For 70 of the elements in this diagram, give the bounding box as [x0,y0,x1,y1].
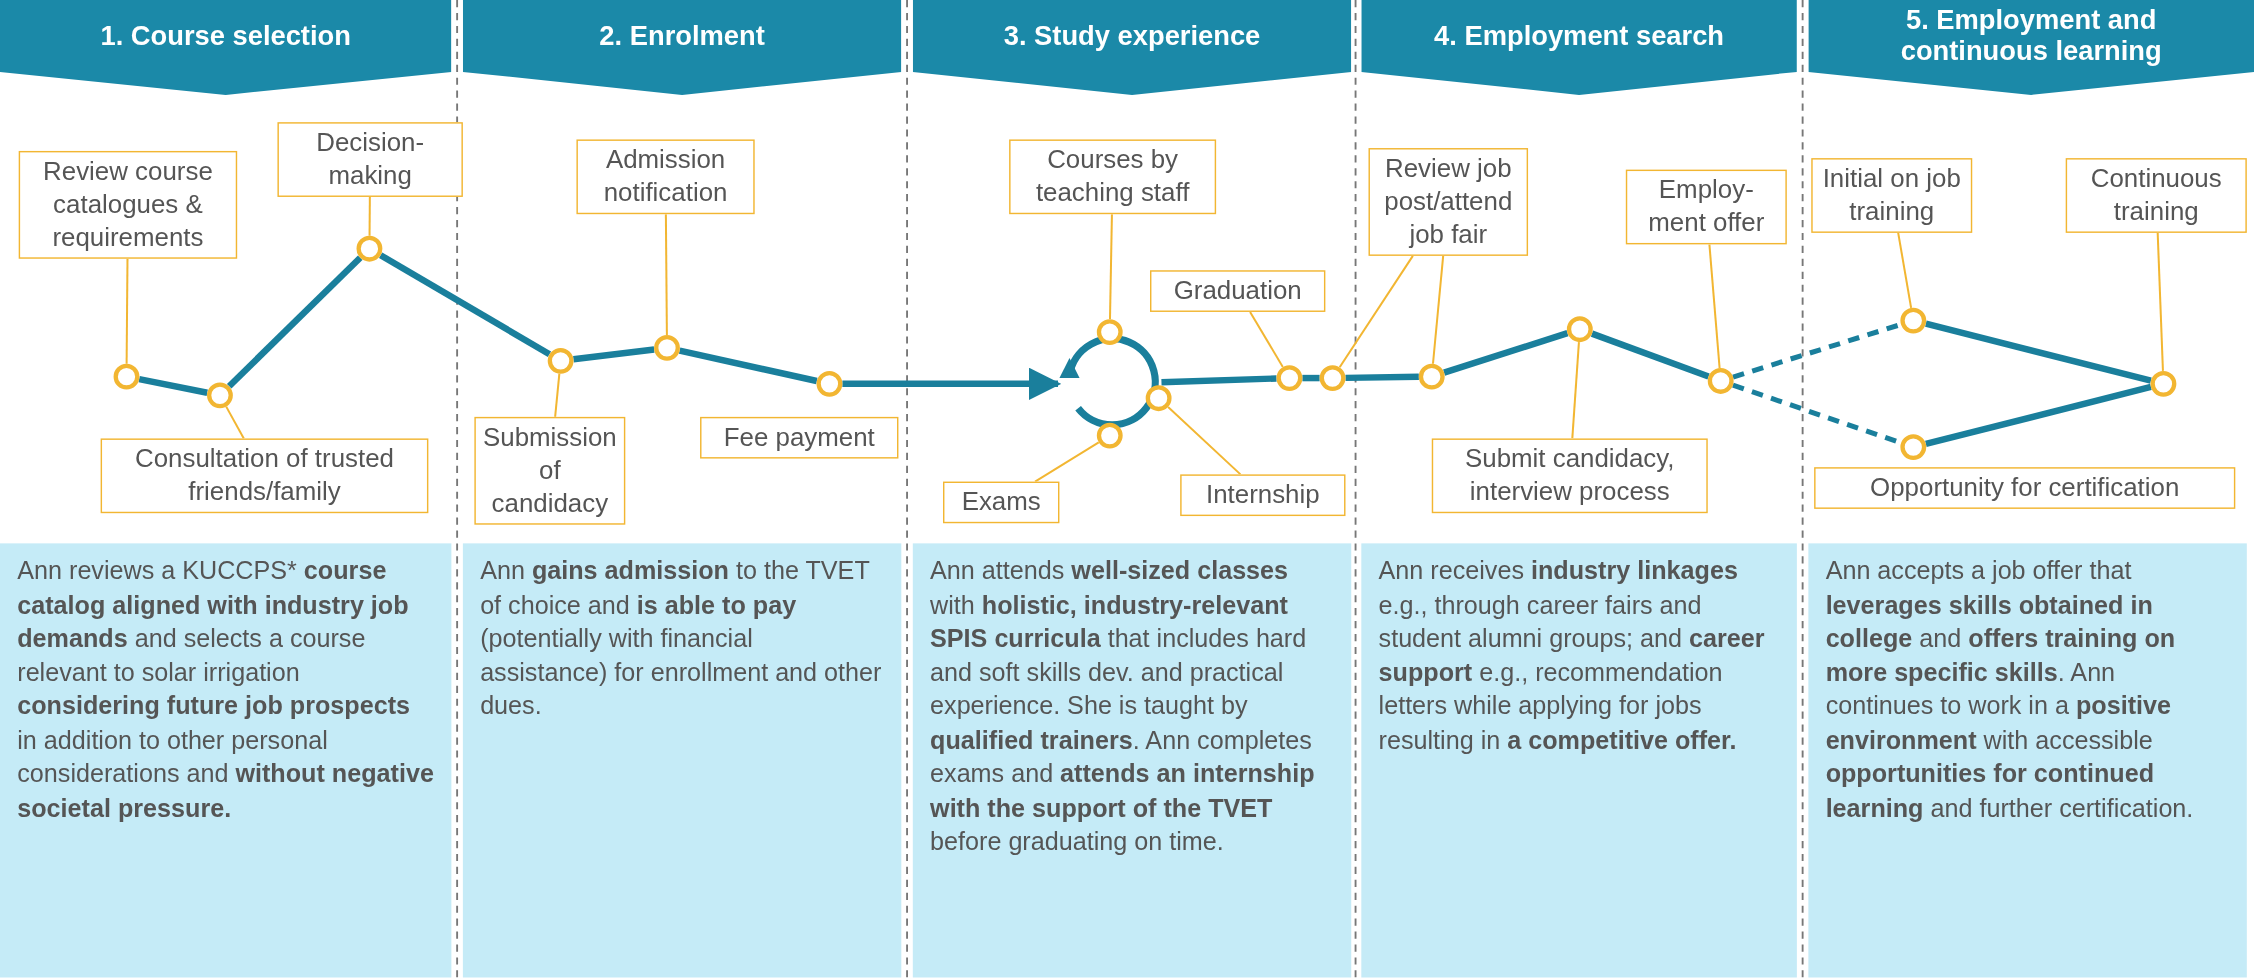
step-label: Internship [1180,474,1346,517]
step-label: Exams [943,481,1060,524]
step-label: Continuous training [2065,158,2247,233]
journey-line [573,346,655,363]
leader-line [2156,232,2164,371]
description-panel: Ann reviews a KUCCPS* course catalog aligned with industry job demands and selects a course relevant to solar irrigation considering future job prospects in addition to other personal considerations and without negative societal pressure. [0,543,452,978]
journey-line [378,252,552,358]
description-panel: Ann attends well-sized classes with holistic, industry-relevant SPIS curricula that includes hard and soft skills dev. and practical experience. She is taught by qualified trainers. Ann completes exams and attends an internship with the support of the TVET before graduating on time. [912,543,1352,978]
step-label: Admission notification [576,139,755,215]
journey-line [1161,375,1277,386]
journey-arrow [842,367,1062,400]
leader-line [1708,244,1721,369]
journey-line [1925,320,2152,384]
step-label: Decision-making [277,122,463,197]
milestone-marker [1319,365,1346,391]
milestone-marker [1145,385,1172,412]
milestone-marker [1096,422,1123,449]
step-label: Courses by teaching staff [1009,139,1217,215]
step-label: Submit candidacy, interview process [1431,438,1708,514]
step-label: Fee payment [700,416,899,459]
leader-line [1249,311,1284,368]
leader-line [125,258,129,364]
leader-line [554,373,561,417]
leader-line [1034,441,1100,483]
milestone-marker [654,334,680,361]
step-label: Submission of candidacy [474,416,626,525]
milestone-marker [1418,363,1445,390]
leader-line [1167,406,1242,476]
stage-banner: 2. Enrolment [462,0,902,95]
step-label: Employ-ment offer [1625,169,1787,245]
leader-line [1431,255,1445,364]
step-label: Review course catalogues & requirements [18,150,238,259]
leader-line [225,406,245,439]
step-label: Review job post/attend job fair [1368,148,1529,256]
description-panel: Ann accepts a job offer that leverages skills obtained in college and offers training on more specific skills. Ann continues to work in a positive environment with accessible opportunities for continued learning and further certification. [1808,543,2247,978]
step-label: Consultation of trusted friends/family [100,438,429,514]
milestone-marker [547,347,574,374]
stage-banner: 1. Course selection [0,0,452,95]
step-label: Opportunity for certification [1814,467,2236,509]
description-panel: Ann receives industry linkages e.g., through career fairs and student alumni groups; and career support e.g., recommendation letters while applying for jobs resulting in a competitive offer. [1361,543,1797,978]
journey-line [678,347,818,385]
milestone-marker [356,235,383,262]
milestone-marker [1566,316,1593,343]
step-label: Initial on job training [1811,158,1973,233]
description-panel: Ann gains admission to the TVET of choice and is able to pay (potentially with financial assistance) for enrollment and other dues. [462,543,902,978]
leader-line [1109,214,1113,320]
journey-line [138,376,208,396]
stage-banner: 5. Employment and continuous learning [1808,0,2254,95]
milestone-marker [1707,368,1734,394]
step-label: Graduation [1150,270,1326,312]
journey-line [1443,330,1569,376]
milestone-marker [1276,365,1303,391]
journey-line [1925,383,2152,448]
journey-line [1590,330,1710,380]
journey-line [1345,373,1419,382]
milestone-marker [2150,370,2177,397]
milestone-marker [1900,434,1927,460]
milestone-marker [1900,307,1927,334]
leader-line [1338,255,1414,368]
leader-line [368,196,371,236]
journey-line [226,255,363,389]
leader-line [1897,232,1913,308]
stage-banner: 3. Study experience [912,0,1352,95]
milestone-marker [113,363,140,390]
milestone-marker [1096,319,1123,345]
stage-banner: 4. Employment search [1361,0,1797,95]
milestone-marker [207,382,233,409]
milestone-marker [816,370,843,397]
leader-line [1571,342,1580,439]
leader-line [664,214,668,335]
